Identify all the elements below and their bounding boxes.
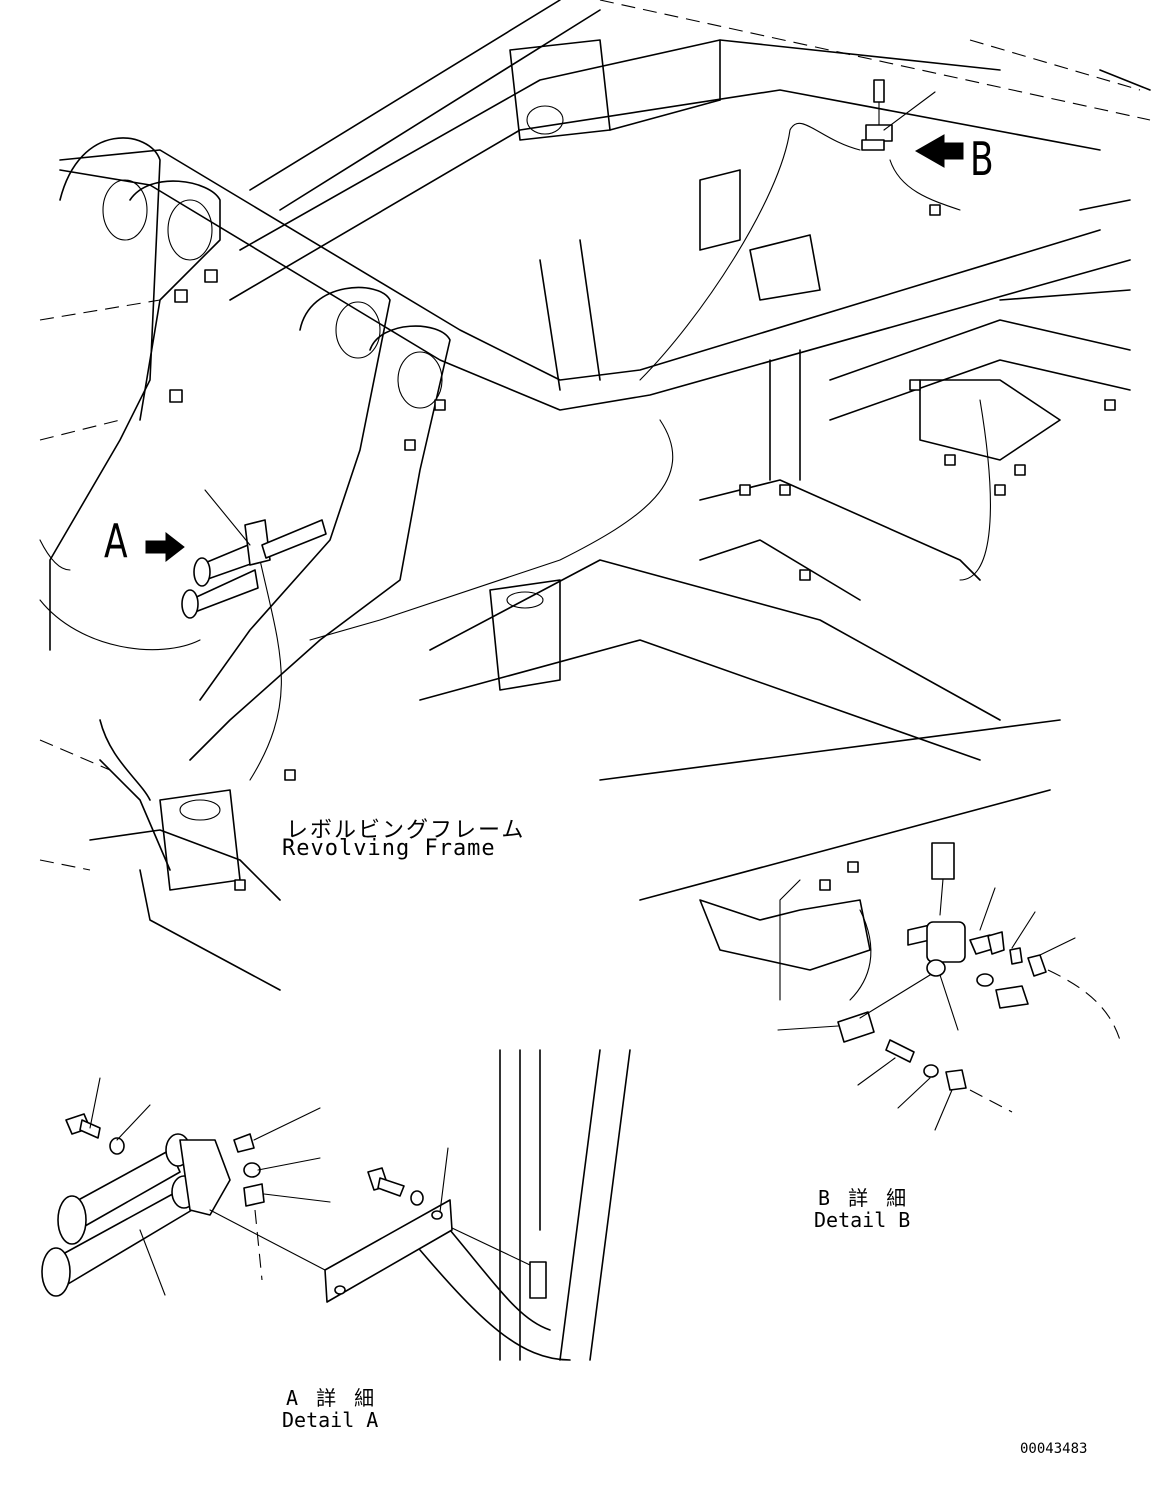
drawing-number: 00043483 xyxy=(1020,1441,1088,1457)
detail-a-label-jp: A 詳 細 xyxy=(286,1386,378,1410)
callout-a-label: A xyxy=(104,514,128,568)
frame-label-en: Revolving Frame xyxy=(282,836,496,861)
revolving-frame-outline xyxy=(39,0,1151,991)
arrow-b-icon xyxy=(914,134,964,168)
detail-b-label-en: Detail B xyxy=(814,1208,911,1232)
callout-b-label: B xyxy=(970,132,994,186)
arrow-a-icon xyxy=(145,531,185,563)
frame-label-jp: レボルビングフレーム xyxy=(286,818,526,843)
detail-a-parts xyxy=(41,1049,631,1361)
detail-b-label-jp: B 詳 細 xyxy=(818,1186,910,1210)
horn-in-place xyxy=(181,489,327,619)
horn-valve-in-place xyxy=(861,79,936,151)
detail-a-label-en: Detail A xyxy=(282,1408,379,1432)
detail-b-parts xyxy=(699,842,1121,1131)
frame-bolt-markers xyxy=(169,204,1116,891)
